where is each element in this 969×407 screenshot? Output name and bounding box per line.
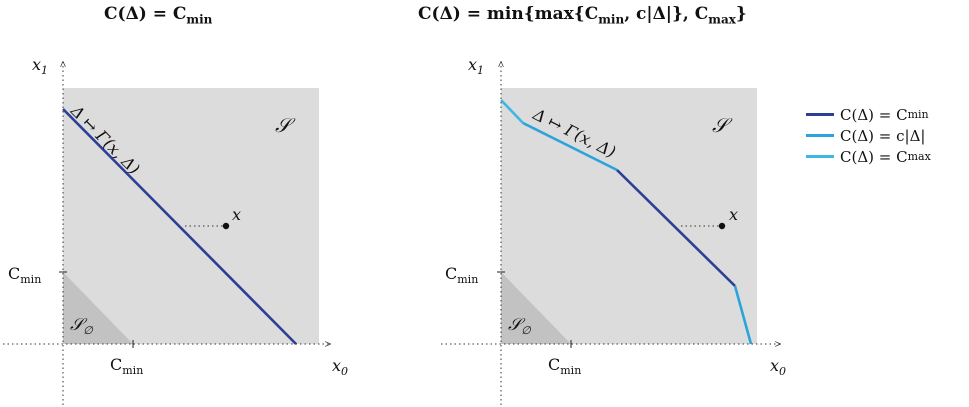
legend-label-cmax: C(Δ) = C xyxy=(840,147,908,166)
left-point-label: x xyxy=(232,205,241,224)
left-title-text: C(Δ) = C xyxy=(104,4,187,24)
legend-swatch-cmin xyxy=(806,113,834,116)
right-cmin-x-main: C xyxy=(548,355,560,374)
left-x0-label: x0 xyxy=(332,356,348,378)
left-region-empty xyxy=(63,272,133,344)
legend-item-linear: C(Δ) = c|Δ| xyxy=(806,125,931,146)
left-panel: x 𝒮 𝒮∅ x1 x0 Cmin Cmin Δ ↦ Γ(x, Δ) xyxy=(3,55,348,405)
left-title-sub: min xyxy=(186,12,213,27)
right-x0-sub: 0 xyxy=(779,365,786,378)
left-cmin-y-label: Cmin xyxy=(8,264,41,286)
right-x1-main: x xyxy=(468,55,477,74)
right-curve-cmax-top xyxy=(500,99,524,124)
left-x0-sub: 0 xyxy=(341,365,348,378)
legend-sub-cmin: min xyxy=(907,108,929,121)
left-x1-label: x1 xyxy=(32,55,48,77)
right-cmin-x-sub: min xyxy=(560,364,581,377)
right-cmin-y-main: C xyxy=(445,264,457,283)
legend-swatch-cmax xyxy=(806,155,834,158)
right-title-mid: , c|Δ|}, C xyxy=(624,4,709,24)
left-set-empty-sub: ∅ xyxy=(83,324,93,337)
left-curve-cmin xyxy=(62,108,297,345)
right-title-sub2: max xyxy=(708,12,736,27)
right-curve-cmin xyxy=(616,169,736,287)
left-x1-sub: 1 xyxy=(41,64,48,77)
right-point-label: x xyxy=(729,205,738,224)
right-curve-linear-top xyxy=(522,121,618,172)
right-title: C(Δ) = min{max{Cmin, c|Δ|}, Cmax} xyxy=(418,4,747,26)
left-region-s xyxy=(63,88,319,344)
right-title-post: } xyxy=(735,4,747,24)
legend-label-cmin: C(Δ) = C xyxy=(840,105,908,124)
right-region-s xyxy=(501,88,757,344)
right-title-sub1: min xyxy=(598,12,625,27)
right-set-empty-sub: ∅ xyxy=(521,324,531,337)
left-x0-main: x xyxy=(332,356,341,375)
right-cmin-y-sub: min xyxy=(457,273,478,286)
legend-sub-cmax: max xyxy=(907,150,931,163)
right-curve-linear-bottom xyxy=(733,285,753,345)
legend-swatch-linear xyxy=(806,134,834,137)
right-cmin-y-label: Cmin xyxy=(445,264,478,286)
left-cmin-y-sub: min xyxy=(20,273,41,286)
left-cmin-x-label: Cmin xyxy=(110,355,143,377)
left-cmin-x-sub: min xyxy=(122,364,143,377)
right-region-empty xyxy=(501,272,571,344)
left-cmin-x-main: C xyxy=(110,355,122,374)
legend-label-linear: C(Δ) = c|Δ| xyxy=(840,126,926,145)
right-point-x xyxy=(718,222,726,230)
right-title-pre: C(Δ) = min{max{C xyxy=(418,4,599,24)
right-panel: x 𝒮 𝒮∅ x1 x0 Cmin Cmin Δ ↦ Γ(x, Δ) xyxy=(441,55,786,405)
right-x1-label: x1 xyxy=(468,55,484,77)
right-cmin-x-label: Cmin xyxy=(548,355,581,377)
left-point-x xyxy=(222,222,230,230)
right-x1-sub: 1 xyxy=(477,64,484,77)
right-x0-main: x xyxy=(770,356,779,375)
left-cmin-y-main: C xyxy=(8,264,20,283)
left-x1-main: x xyxy=(32,55,41,74)
left-title: C(Δ) = Cmin xyxy=(104,4,212,26)
right-x0-label: x0 xyxy=(770,356,786,378)
